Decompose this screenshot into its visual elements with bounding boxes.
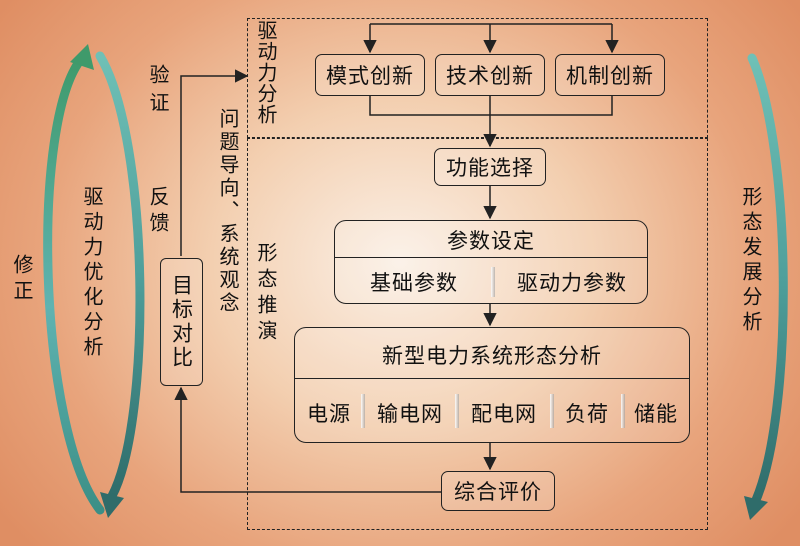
distribution-grid-cell: 配电网: [471, 402, 537, 426]
mode-innovation-box: 模式创新: [315, 54, 425, 96]
verify-label: 验证: [146, 64, 170, 120]
driver-analysis-label: 驱动力分析: [254, 20, 278, 125]
innovation-bottom-bracket: [369, 96, 613, 116]
parameter-separator: [491, 267, 495, 297]
function-selection-box: 功能选择: [434, 148, 546, 186]
form-development-label: 形态发展分析: [739, 186, 763, 336]
concept-label: 问题导向、系统观念: [216, 108, 240, 315]
form-separator-1: [361, 394, 365, 428]
parameter-setting-divider: [335, 257, 647, 258]
form-deduction-frame: [247, 138, 708, 530]
basic-parameter-cell: 基础参数: [370, 271, 458, 295]
form-analysis-panel: 新型电力系统形态分析 电源 输电网 配电网 负荷 储能: [294, 327, 690, 443]
parameter-setting-title: 参数设定: [447, 229, 535, 253]
form-analysis-title: 新型电力系统形态分析: [382, 344, 602, 368]
storage-cell: 储能: [634, 402, 678, 426]
load-cell: 负荷: [565, 402, 609, 426]
form-analysis-divider: [295, 378, 689, 379]
transmission-grid-cell: 输电网: [377, 402, 443, 426]
form-separator-2: [455, 394, 459, 428]
mechanism-innovation-box: 机制创新: [555, 54, 665, 96]
target-comparison-label: 目标对比: [169, 274, 194, 370]
target-comparison-box: 目标对比: [160, 258, 203, 386]
parameter-setting-panel: 参数设定 基础参数 驱动力参数: [334, 220, 648, 304]
form-separator-4: [621, 394, 625, 428]
correction-label: 修正: [10, 254, 34, 306]
power-source-cell: 电源: [307, 402, 351, 426]
right-cycle-ribbon: [744, 53, 788, 520]
comprehensive-evaluation-box: 综合评价: [441, 471, 555, 511]
form-deduction-label: 形态推演: [254, 242, 278, 346]
driver-analysis-frame: [247, 18, 708, 138]
left-cycle-ribbon: [43, 44, 145, 518]
driver-parameter-cell: 驱动力参数: [517, 271, 627, 295]
feedback-label: 反馈: [146, 186, 170, 238]
tech-innovation-box: 技术创新: [435, 54, 545, 96]
driver-optimization-label: 驱动力优化分析: [80, 186, 104, 361]
verify-to-driver-line: [180, 69, 249, 256]
feedback-to-target-line: [174, 386, 441, 493]
form-separator-3: [550, 394, 554, 428]
